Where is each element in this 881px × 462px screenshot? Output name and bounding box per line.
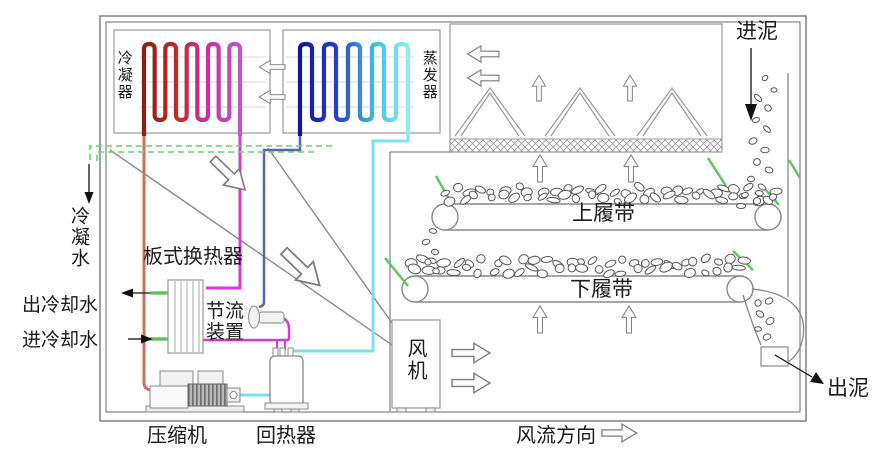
condenser-coil <box>141 41 243 136</box>
airflow-arrow <box>451 341 492 365</box>
cooling-water-out-label: 出冷却水 <box>22 295 99 316</box>
condensate-water-label: 冷凝水 <box>67 206 89 269</box>
condensate-drain-lines <box>89 145 332 163</box>
lower-belt-label: 下履带 <box>570 278 633 301</box>
airflow-arrow <box>532 304 548 334</box>
upper-belt-right-roller <box>754 203 782 231</box>
cooling-water-in-label: 进冷却水 <box>22 330 99 351</box>
compressor-label: 压缩机 <box>147 425 207 447</box>
condenser-label: 冷凝器 <box>115 50 133 101</box>
airflow-arrow <box>258 89 286 105</box>
airflow-arrow <box>209 154 247 192</box>
cooling-water-out-arrow <box>121 288 150 298</box>
airflow-arrow <box>279 246 321 287</box>
air-duct-walls <box>109 147 393 346</box>
throttle-device-label: 节流装置 <box>206 301 245 344</box>
condenser-fins <box>140 56 266 108</box>
suction-pipe <box>240 133 410 397</box>
throttle-valve <box>247 305 285 329</box>
airflow-arrow <box>451 371 492 395</box>
sludge-out-arrow <box>774 354 824 384</box>
airflow-arrow <box>466 68 500 88</box>
cooling-water-in-arrow <box>128 334 153 344</box>
airflow-arrow <box>258 59 286 75</box>
cooling-water-pipes <box>150 291 168 341</box>
roof-plates <box>454 86 708 137</box>
airflow-arrows <box>209 44 639 444</box>
lower-belt-right-roller <box>726 275 754 303</box>
chute-outlet <box>760 346 789 367</box>
outer-frame <box>99 15 807 422</box>
airflow-arrow <box>621 304 637 334</box>
sludge-pebbles-upper-belt <box>440 181 783 207</box>
sludge-pebbles-inlet <box>736 74 778 210</box>
fan-unit <box>391 319 441 413</box>
belt-region-walls <box>389 73 789 412</box>
airflow-arrow <box>623 153 639 183</box>
sludge-in-label: 进泥 <box>736 20 778 43</box>
compressor-unit <box>145 370 245 413</box>
expansion-pipe <box>258 133 302 309</box>
evaporator-coil <box>297 41 411 136</box>
airflow-arrow <box>532 153 548 183</box>
evaporator-label: 蒸发器 <box>420 50 438 101</box>
airflow-arrow <box>466 44 500 64</box>
condensate-drain-arrow <box>84 164 94 204</box>
air-flow-direction-label: 风流方向 <box>516 425 596 447</box>
sludge-in-arrow <box>745 48 757 121</box>
fan-label: 风机 <box>404 338 426 382</box>
airflow-arrow <box>622 74 638 102</box>
sludge-pebbles-chute <box>754 297 775 341</box>
upper-belt <box>431 203 782 231</box>
condenser-unit <box>113 29 271 136</box>
sludge-out-label: 出泥 <box>827 377 869 400</box>
lower-belt-left-roller <box>401 275 429 303</box>
upper-belt-left-roller <box>431 203 459 231</box>
regenerator-label: 回热器 <box>256 425 316 447</box>
plate-heat-exchanger-label: 板式换热器 <box>143 246 243 268</box>
sludge-pebbles-lower-belt <box>404 253 751 279</box>
evaporator-unit <box>282 29 441 136</box>
airflow-arrow <box>601 422 638 444</box>
sludge-pebbles-transfer <box>421 228 440 275</box>
drying-chamber <box>449 23 723 153</box>
upper-belt-label: 上履带 <box>572 202 635 225</box>
regenerator-unit <box>264 347 309 413</box>
plate-heat-exchanger <box>167 279 204 354</box>
airflow-arrow <box>531 74 547 102</box>
mesh-screen <box>449 138 723 153</box>
